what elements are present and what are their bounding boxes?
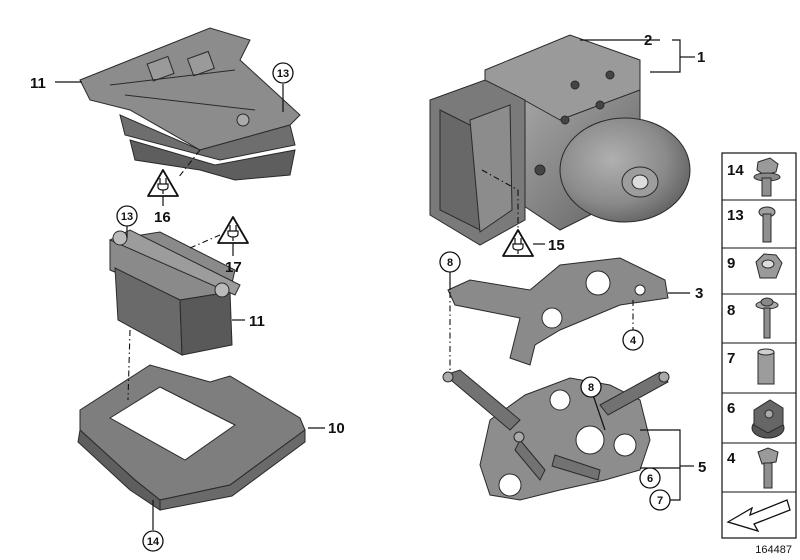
bolt-washer-icon <box>755 297 779 339</box>
callout-17: 17 <box>225 259 242 276</box>
screw-icon <box>758 206 776 243</box>
callout-16: 16 <box>154 209 171 226</box>
legend-num-6: 6 <box>727 400 735 417</box>
sleeve-icon <box>757 348 775 385</box>
circled-callout-8: 8 <box>580 376 602 398</box>
circled-callout-13-mid: 13 <box>116 205 138 227</box>
bracket-12 <box>79 27 301 181</box>
callout-3: 3 <box>695 285 703 302</box>
callout-12: 11 <box>30 75 46 92</box>
svg-text:13: 13 <box>121 211 133 223</box>
callout-10: 10 <box>328 420 345 437</box>
rubber-mount-icon <box>751 399 785 439</box>
leader-lines <box>55 39 695 530</box>
diagram-id: 164487 <box>755 544 792 556</box>
hex-bolt-icon <box>757 447 779 489</box>
arrow-icon <box>726 499 791 533</box>
callout-11: 11 <box>249 313 265 330</box>
circled-callout-7: 7 <box>649 489 671 511</box>
svg-text:8: 8 <box>588 382 594 394</box>
svg-text:14: 14 <box>147 536 160 548</box>
warning-triangle-16 <box>147 169 179 197</box>
callout-1: 1 <box>697 49 705 66</box>
warning-triangle-15 <box>502 229 534 257</box>
legend-num-8: 8 <box>727 302 735 319</box>
callout-5: 5 <box>698 459 706 476</box>
legend-num-13: 13 <box>727 207 744 224</box>
callout-2: 2 <box>644 32 652 49</box>
legend-panel: 14 13 9 8 7 6 4 <box>721 152 797 539</box>
bolt-flange-icon <box>753 157 781 197</box>
hydraulic-unit-1 <box>429 34 691 246</box>
svg-text:4: 4 <box>630 335 637 347</box>
legend-num-4: 4 <box>727 450 736 467</box>
circled-callout-6: 6 <box>639 467 661 489</box>
base-plate-10 <box>77 364 306 511</box>
circled-callout-4: 4 <box>622 329 644 351</box>
svg-text:7: 7 <box>657 495 663 507</box>
hex-nut-icon <box>755 253 783 279</box>
control-unit-11 <box>108 229 241 356</box>
legend-num-14: 14 <box>727 162 744 179</box>
circled-callout-9: 8 <box>439 251 461 273</box>
warning-triangle-17 <box>217 216 249 244</box>
assembly-lines <box>127 149 634 401</box>
bracket-3 <box>447 257 669 366</box>
legend-num-9: 9 <box>727 255 735 272</box>
circled-callout-14: 14 <box>142 530 164 552</box>
svg-text:8: 8 <box>447 257 453 269</box>
svg-text:6: 6 <box>647 473 653 485</box>
support-frame-5 <box>442 369 670 501</box>
circled-callout-13-top: 13 <box>272 62 294 84</box>
svg-text:13: 13 <box>277 68 289 80</box>
legend-num-7: 7 <box>727 350 735 367</box>
callout-15: 15 <box>548 237 565 254</box>
